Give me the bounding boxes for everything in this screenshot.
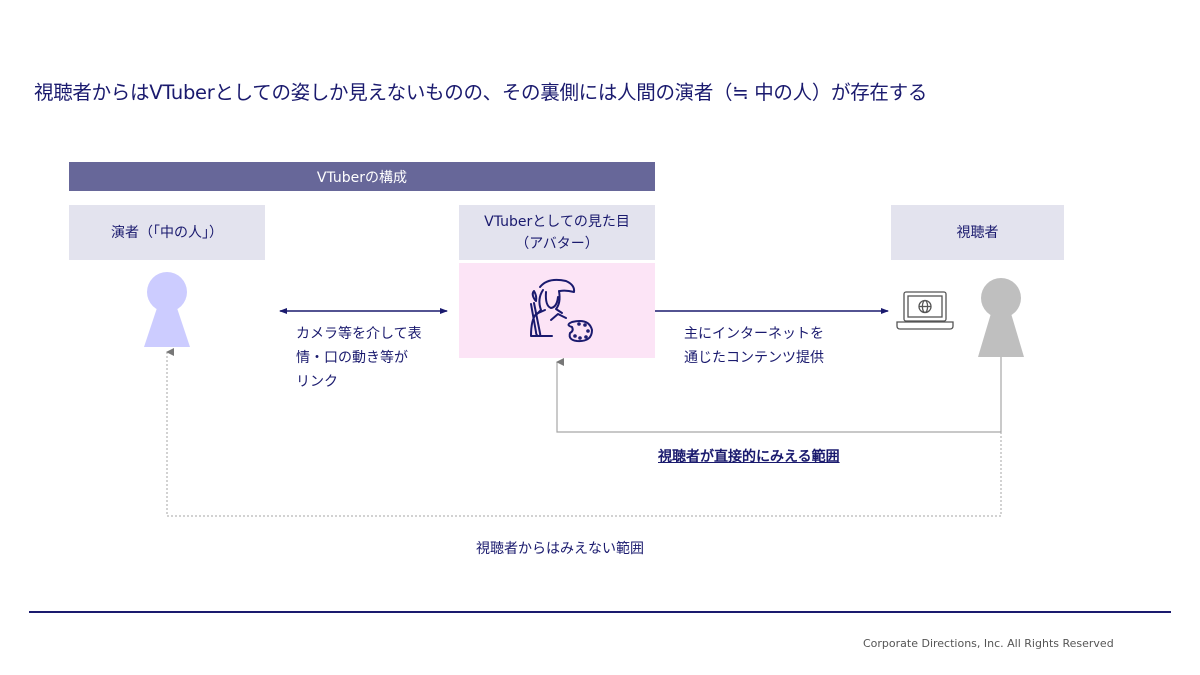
link-description-line: カメラ等を介して表 [296, 326, 422, 342]
copyright-notice: Corporate Directions, Inc. All Rights Re… [863, 637, 1114, 650]
invisible-range-label: 視聴者からはみえない範囲 [476, 541, 644, 557]
avatar-label-line2: （アバター） [515, 235, 599, 252]
invisible-range-connector [166, 348, 1002, 517]
content-description-line: 主にインターネットを [684, 326, 824, 342]
footer-divider [29, 611, 1171, 613]
viewer-label-box: 視聴者 [891, 205, 1064, 260]
avatar-label-box: VTuberとしての見た目 （アバター） [459, 205, 655, 260]
performer-label: 演者（「中の人」） [111, 224, 223, 241]
avatar-label-line1: VTuberとしての見た目 [484, 213, 630, 230]
link-description-line: 情・口の動き等が [296, 350, 408, 366]
slide-title: 視聴者からはVTuberとしての姿しか見えないものの、その裏側には人間の演者（≒… [34, 81, 928, 104]
laptop-globe-icon [896, 291, 954, 330]
visible-range-label: 視聴者が直接的にみえる範囲 [658, 449, 840, 465]
content-description: 主にインターネットを 通じたコンテンツ提供 [684, 322, 824, 370]
performer-label-box: 演者（「中の人」） [69, 205, 265, 260]
performer-figure-icon [144, 272, 190, 347]
link-description: カメラ等を介して表 情・口の動き等が リンク [296, 322, 422, 394]
artist-painter-icon [530, 278, 593, 343]
visible-range-connector [556, 357, 1002, 433]
vtuber-composition-banner: VTuberの構成 [69, 162, 655, 191]
viewer-figure-icon [978, 278, 1024, 357]
link-description-line: リンク [296, 374, 338, 390]
content-description-line: 通じたコンテンツ提供 [684, 350, 824, 366]
viewer-label: 視聴者 [956, 224, 999, 241]
